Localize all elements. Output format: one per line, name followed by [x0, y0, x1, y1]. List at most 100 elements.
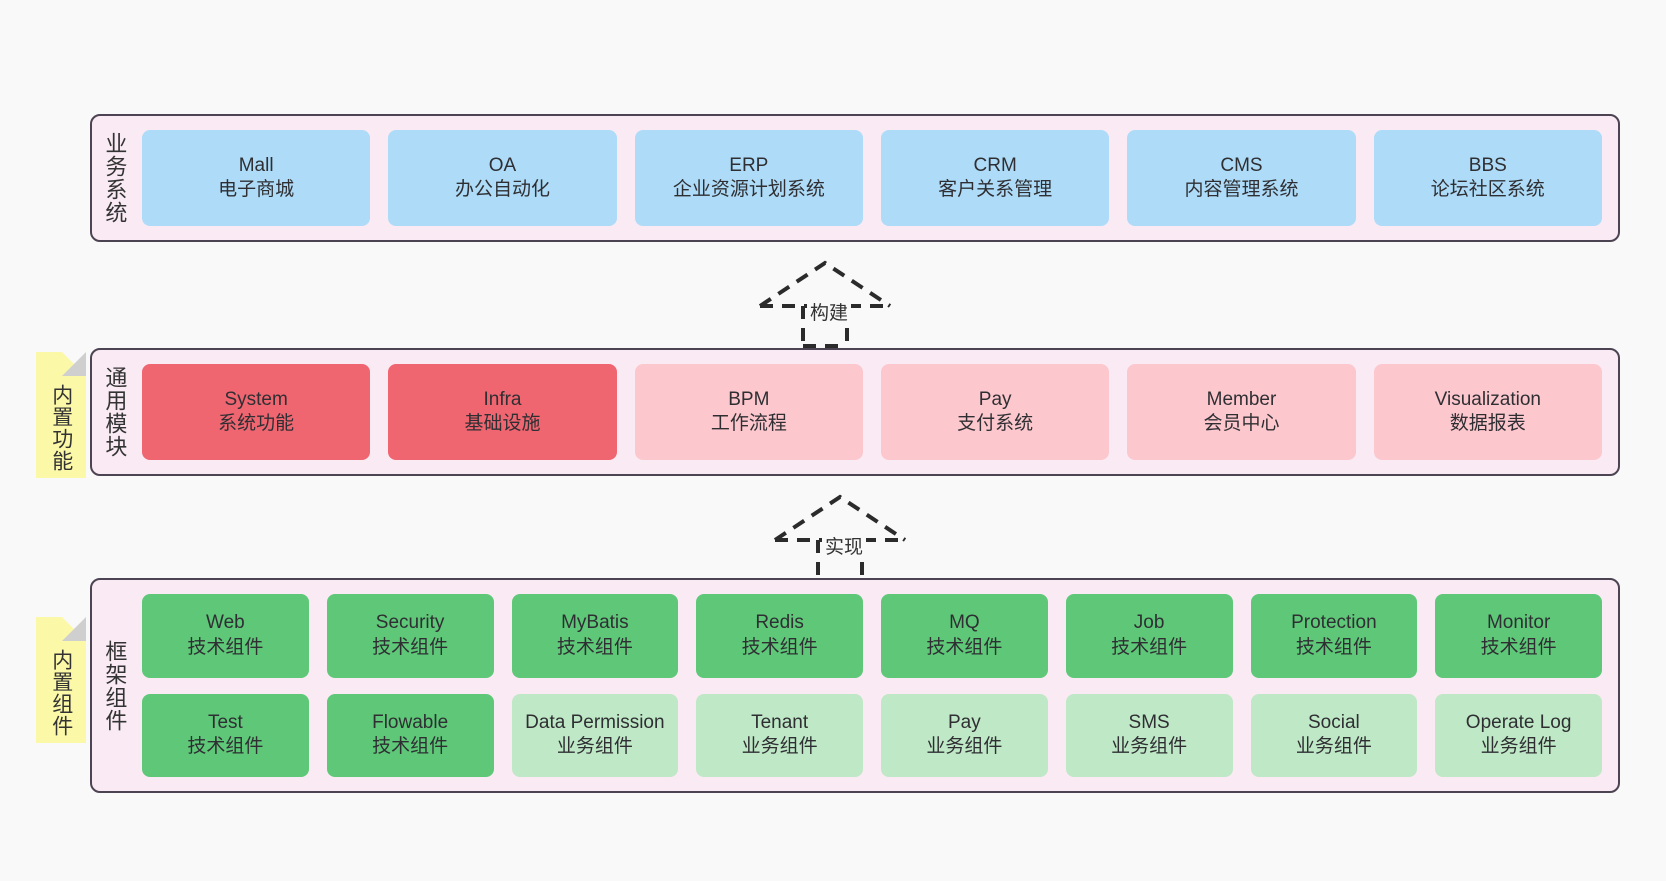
layer-cards-business-system: Mall 电子商城 OA 办公自动化 ERP 企业资源计划系统 CRM 客户关系…: [136, 116, 1618, 240]
card-title: Data Permission: [525, 711, 665, 733]
card-mall[interactable]: Mall 电子商城: [142, 130, 371, 226]
card-tenant[interactable]: Tenant 业务组件: [696, 693, 863, 777]
card-title: Visualization: [1434, 388, 1541, 410]
card-row: System 系统功能 Infra 基础设施 BPM 工作流程 Pay 支付系统…: [142, 364, 1602, 460]
card-subtitle: 支付系统: [957, 413, 1034, 434]
card-title: Web: [206, 612, 245, 634]
layer-cards-common-module: System 系统功能 Infra 基础设施 BPM 工作流程 Pay 支付系统…: [136, 350, 1618, 474]
card-title: BPM: [728, 388, 770, 410]
card-protection[interactable]: Protection 技术组件: [1250, 594, 1418, 678]
card-title: CMS: [1220, 154, 1263, 176]
layer-common-module: 通用模块 System 系统功能 Infra 基础设施 BPM 工作流程 Pay…: [90, 348, 1620, 476]
card-subtitle: 技术组件: [741, 636, 818, 658]
card-title: System: [224, 388, 288, 410]
card-crm[interactable]: CRM 客户关系管理: [880, 130, 1110, 226]
note-builtin-function: 内置功能: [36, 352, 86, 478]
card-monitor[interactable]: Monitor 技术组件: [1435, 594, 1602, 678]
card-bpm[interactable]: BPM 工作流程: [634, 364, 863, 460]
card-title: Infra: [483, 388, 522, 410]
note-fold-icon: [62, 352, 86, 376]
card-data-permission[interactable]: Data Permission 业务组件: [511, 693, 679, 777]
card-subtitle: 业务组件: [1480, 736, 1557, 758]
note-builtin-component-label: 内置组件: [49, 649, 73, 737]
note-fold-icon: [62, 617, 86, 641]
connector-build-label: 构建: [807, 298, 852, 325]
layer-framework-component: 框架组件 Web 技术组件 Security 技术组件 MyBatis 技术组件…: [90, 578, 1620, 793]
card-pay-business[interactable]: Pay 业务组件: [881, 693, 1048, 777]
card-title: BBS: [1468, 154, 1507, 176]
card-subtitle: 会员中心: [1203, 413, 1280, 434]
card-subtitle: 技术组件: [372, 736, 449, 758]
card-sms[interactable]: SMS 业务组件: [1065, 693, 1233, 777]
card-subtitle: 工作流程: [710, 413, 787, 434]
card-row: Mall 电子商城 OA 办公自动化 ERP 企业资源计划系统 CRM 客户关系…: [142, 130, 1602, 226]
layer-business-system: 业务系统 Mall 电子商城 OA 办公自动化 ERP 企业资源计划系统 CRM…: [90, 114, 1620, 242]
card-subtitle: 业务组件: [1295, 736, 1372, 758]
card-subtitle: 办公自动化: [454, 179, 550, 200]
card-title: Mall: [238, 154, 274, 176]
card-subtitle: 基础设施: [464, 413, 541, 434]
card-cms[interactable]: CMS 内容管理系统: [1127, 130, 1356, 226]
note-builtin-component: 内置组件: [36, 617, 86, 743]
card-subtitle: 业务组件: [556, 736, 633, 758]
card-pay[interactable]: Pay 支付系统: [880, 364, 1110, 460]
card-redis[interactable]: Redis 技术组件: [696, 594, 863, 678]
card-subtitle: 技术组件: [926, 636, 1003, 658]
card-subtitle: 技术组件: [187, 636, 264, 658]
card-title: Tenant: [751, 711, 809, 733]
card-title: Test: [207, 711, 243, 733]
card-web[interactable]: Web 技术组件: [142, 594, 309, 678]
card-job[interactable]: Job 技术组件: [1065, 594, 1233, 678]
layer-cards-framework-component: Web 技术组件 Security 技术组件 MyBatis 技术组件 Redi…: [136, 580, 1618, 791]
card-subtitle: 业务组件: [1111, 736, 1188, 758]
connector-build: 构建: [755, 258, 905, 348]
layer-title-business-system: 业务系统: [102, 132, 128, 224]
card-title: MQ: [949, 612, 980, 634]
card-subtitle: 业务组件: [926, 736, 1003, 758]
card-subtitle: 客户关系管理: [938, 179, 1053, 200]
layer-title-common-module: 通用模块: [102, 366, 128, 458]
implement-arrowhead: [773, 494, 907, 542]
card-title: Pay: [948, 711, 981, 733]
card-bbs[interactable]: BBS 论坛社区系统: [1373, 130, 1602, 226]
card-row: Web 技术组件 Security 技术组件 MyBatis 技术组件 Redi…: [142, 594, 1602, 678]
card-title: Security: [375, 612, 445, 634]
card-security[interactable]: Security 技术组件: [326, 594, 494, 678]
card-row: Test 技术组件 Flowable 技术组件 Data Permission …: [142, 693, 1602, 777]
card-subtitle: 系统功能: [218, 413, 295, 434]
card-title: MyBatis: [561, 612, 629, 634]
card-title: Redis: [755, 612, 804, 634]
card-subtitle: 论坛社区系统: [1430, 179, 1545, 200]
card-test[interactable]: Test 技术组件: [142, 693, 309, 777]
card-visualization[interactable]: Visualization 数据报表: [1373, 364, 1602, 460]
card-operate-log[interactable]: Operate Log 业务组件: [1435, 693, 1602, 777]
layer-title-framework-component: 框架组件: [102, 639, 128, 732]
card-title: Operate Log: [1465, 711, 1572, 733]
card-title: Pay: [978, 388, 1012, 410]
card-title: Flowable: [372, 711, 449, 733]
card-subtitle: 电子商城: [218, 179, 295, 200]
card-subtitle: 技术组件: [556, 636, 633, 658]
card-system[interactable]: System 系统功能: [142, 364, 371, 460]
card-mybatis[interactable]: MyBatis 技术组件: [511, 594, 679, 678]
card-title: ERP: [729, 154, 769, 176]
card-subtitle: 技术组件: [1295, 636, 1372, 658]
card-subtitle: 技术组件: [1480, 636, 1557, 658]
card-infra[interactable]: Infra 基础设施: [388, 364, 617, 460]
card-member[interactable]: Member 会员中心: [1127, 364, 1356, 460]
card-title: Protection: [1291, 612, 1377, 634]
card-oa[interactable]: OA 办公自动化: [388, 130, 617, 226]
card-title: CRM: [973, 154, 1017, 176]
card-subtitle: 业务组件: [741, 736, 818, 758]
card-subtitle: 技术组件: [372, 636, 449, 658]
card-flowable[interactable]: Flowable 技术组件: [326, 693, 494, 777]
card-erp[interactable]: ERP 企业资源计划系统: [634, 130, 863, 226]
card-subtitle: 数据报表: [1449, 413, 1526, 434]
card-title: Member: [1206, 388, 1277, 410]
card-social[interactable]: Social 业务组件: [1250, 693, 1418, 777]
card-subtitle: 企业资源计划系统: [672, 179, 825, 200]
card-mq[interactable]: MQ 技术组件: [881, 594, 1048, 678]
connector-implement-label: 实现: [822, 532, 867, 559]
card-title: Job: [1133, 612, 1165, 634]
